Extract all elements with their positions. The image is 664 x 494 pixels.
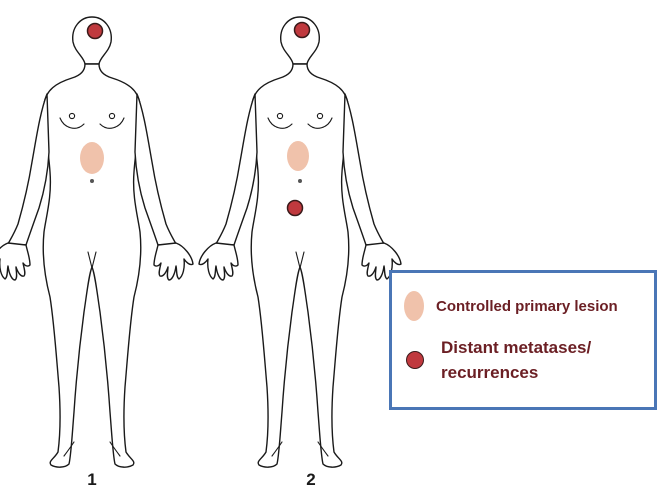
distant-lesion-head-figure-2 <box>295 23 310 38</box>
primary-lesion-swatch <box>404 291 424 321</box>
figure-number-2: 2 <box>296 470 326 490</box>
primary-lesion-figure-1 <box>80 142 104 174</box>
primary-lesion-figure-2 <box>287 141 309 171</box>
distant-lesion-head-figure-1 <box>88 24 103 39</box>
legend-box: Controlled primary lesion Distant metata… <box>389 270 657 410</box>
body-figure-2 <box>199 17 401 467</box>
legend-label-primary: Controlled primary lesion <box>436 298 618 315</box>
figure-number-1: 1 <box>77 470 107 490</box>
legend-item-primary: Controlled primary lesion <box>404 291 618 321</box>
body-figure-1 <box>0 17 193 467</box>
distant-lesion-swatch <box>406 351 424 369</box>
distant-lesion-abdomen-figure-2 <box>288 201 303 216</box>
legend-label-distant: Distant metatases/ recurrences <box>441 335 591 385</box>
legend-label-distant-line2: recurrences <box>441 363 538 382</box>
legend-label-distant-line1: Distant metatases/ <box>441 338 591 357</box>
legend-item-distant: Distant metatases/ recurrences <box>404 335 591 385</box>
